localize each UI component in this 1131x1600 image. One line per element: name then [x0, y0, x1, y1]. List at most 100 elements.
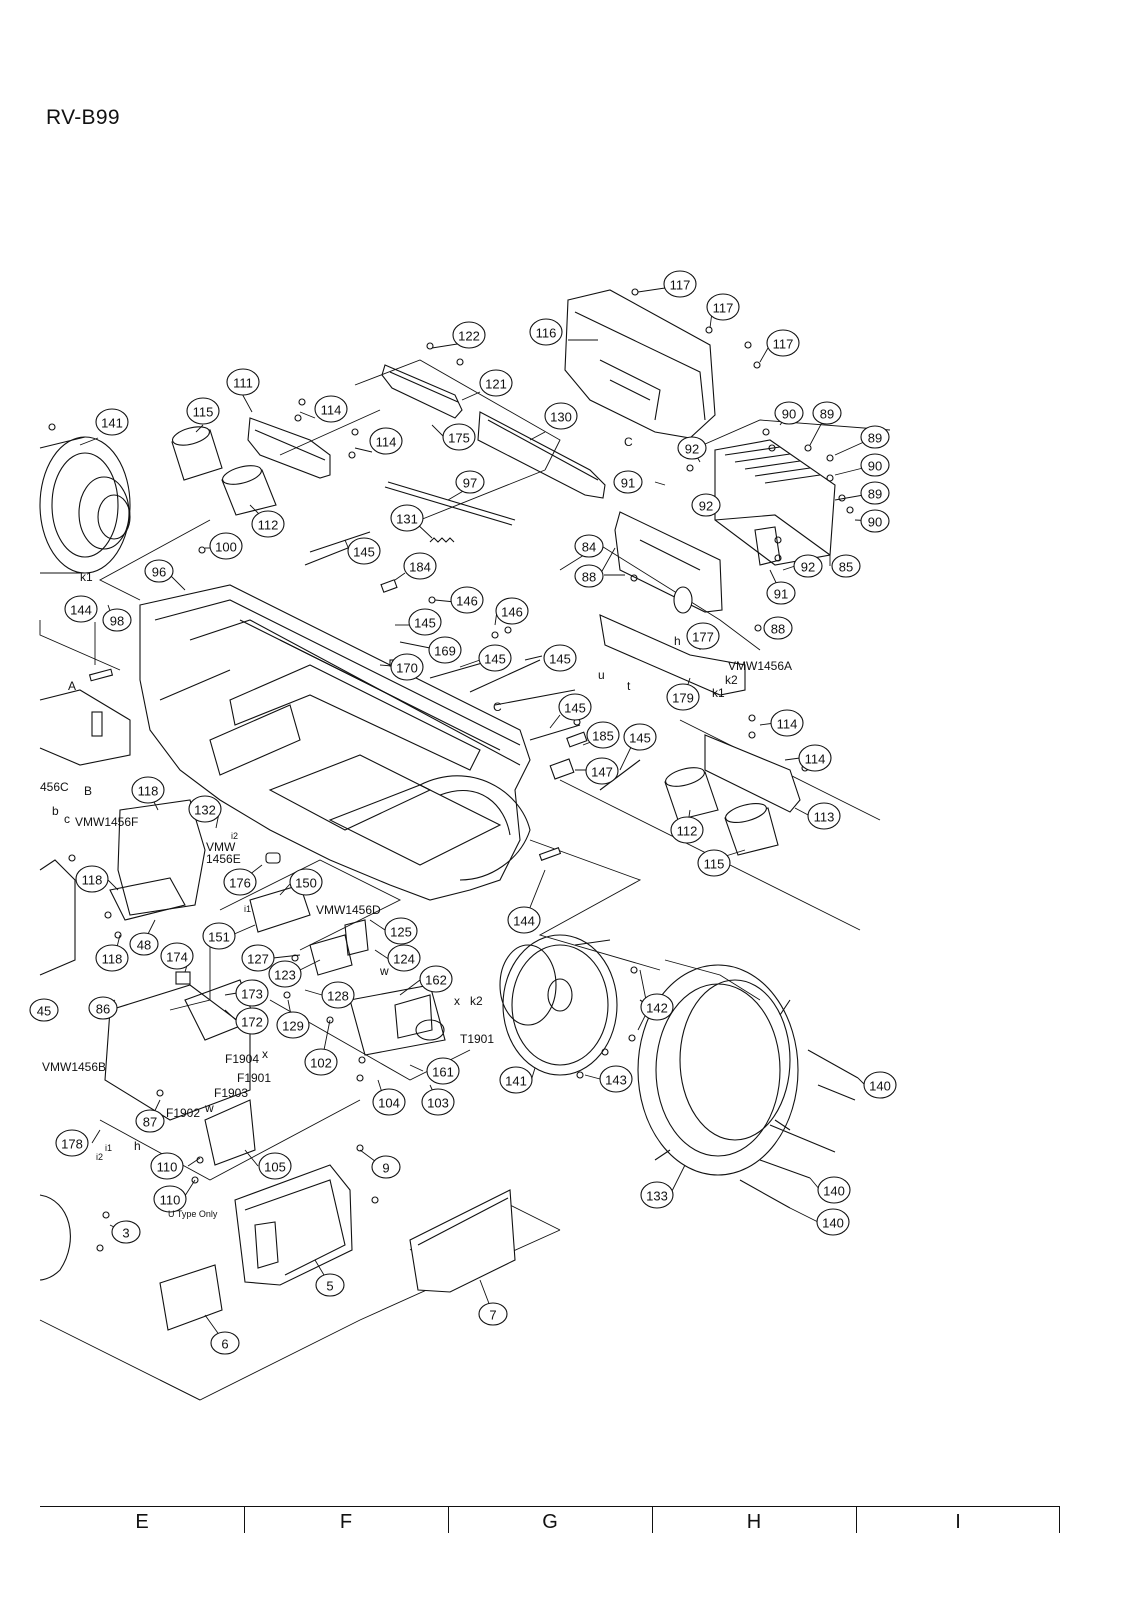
part-callout-103: 103: [421, 1088, 455, 1116]
part-callout-122: 122: [452, 321, 486, 349]
label-C-top: C: [624, 435, 633, 449]
callout-circle: [558, 693, 592, 721]
part-callout-90a: 90: [774, 401, 804, 425]
part-callout-147: 147: [585, 757, 619, 785]
part-callout-145e: 145: [558, 693, 592, 721]
callout-circle: [88, 996, 118, 1020]
part-callout-89a: 89: [812, 401, 842, 425]
part-callout-7: 7: [478, 1302, 508, 1326]
callout-number: 147: [591, 765, 613, 780]
part-callout-129: 129: [276, 1011, 310, 1039]
callout-number: 6: [221, 1337, 228, 1352]
part-callout-6: 6: [210, 1331, 240, 1355]
label-t1901: T1901: [460, 1032, 494, 1046]
part-callout-110b: 110: [153, 1185, 187, 1213]
label-k1-right: k1: [712, 686, 725, 700]
callout-circle: [403, 552, 437, 580]
callout-number: 143: [605, 1073, 627, 1088]
label-u-type-only: U Type Only: [168, 1209, 218, 1219]
part-callout-177: 177: [686, 622, 720, 650]
zone-f: F: [244, 1507, 448, 1535]
callout-circle: [686, 622, 720, 650]
callout-number: 89: [820, 407, 834, 422]
callout-circle: [144, 559, 174, 583]
part-callout-150: 150: [289, 868, 323, 896]
callout-number: 115: [193, 405, 214, 420]
label-w-top: w: [379, 964, 389, 978]
part-callout-110a: 110: [150, 1152, 184, 1180]
part-callout-114d: 114: [798, 744, 832, 772]
callout-number: 140: [823, 1184, 845, 1199]
callout-number: 48: [137, 938, 151, 953]
part-callout-96: 96: [144, 559, 174, 583]
callout-circle: [421, 1088, 455, 1116]
part-callout-117a: 117: [663, 270, 697, 298]
callout-circle: [131, 776, 165, 804]
callout-circle: [209, 532, 243, 560]
label-i1: i1: [244, 904, 251, 914]
callout-number: 92: [685, 442, 699, 457]
label-vmw1456e-2: 1456E: [206, 852, 241, 866]
screws: [48, 288, 854, 1252]
callout-number: 170: [396, 661, 418, 676]
part-callout-114a: 114: [314, 395, 348, 423]
part-callout-98: 98: [102, 608, 132, 632]
linework: [39, 289, 891, 1401]
callout-circle: [315, 1273, 345, 1297]
part-callout-118a: 118: [131, 776, 165, 804]
callout-circle: [860, 425, 890, 449]
callout-number: 7: [489, 1308, 496, 1323]
callout-circle: [111, 1220, 141, 1244]
callout-number: 131: [396, 512, 418, 527]
callout-number: 176: [229, 876, 251, 891]
callout-number: 145: [484, 652, 506, 667]
part-callout-145a: 145: [347, 537, 381, 565]
callout-circle: [599, 1065, 633, 1093]
callout-circle: [95, 408, 129, 436]
callout-circle: [223, 868, 257, 896]
part-callout-89c: 89: [860, 481, 890, 505]
callout-number: 118: [82, 873, 103, 888]
callout-number: 174: [166, 950, 188, 965]
part-callout-145c: 145: [478, 644, 512, 672]
label-k2-speaker: k2: [470, 994, 483, 1008]
callout-circle: [210, 1331, 240, 1355]
callout-circle: [153, 1185, 187, 1213]
label-C-mid: C: [493, 700, 502, 714]
callout-number: 145: [564, 701, 586, 716]
part-callout-141a: 141: [95, 408, 129, 436]
label-vmw1456b: VMW1456B: [42, 1060, 106, 1074]
callout-circle: [387, 944, 421, 972]
callout-circle: [817, 1176, 851, 1204]
zone-g: G: [448, 1507, 652, 1535]
part-callout-142: 142: [640, 993, 674, 1021]
part-callout-48: 48: [129, 932, 159, 956]
callout-circle: [372, 1088, 406, 1116]
callout-number: 117: [773, 337, 794, 352]
callout-circle: [495, 597, 529, 625]
callout-circle: [129, 932, 159, 956]
callout-number: 130: [550, 410, 572, 425]
callout-number: 98: [110, 614, 124, 629]
callout-circle: [64, 595, 98, 623]
part-callout-127: 127: [241, 944, 275, 972]
part-callout-105: 105: [258, 1152, 292, 1180]
part-callout-100: 100: [209, 532, 243, 560]
callout-number: 128: [327, 989, 349, 1004]
callout-circle: [150, 1152, 184, 1180]
callout-number: 161: [432, 1065, 454, 1080]
callout-number: 122: [458, 329, 480, 344]
label-h-right: h: [674, 634, 681, 648]
callout-number: 125: [390, 925, 412, 940]
part-callouts: 1171171171161221211301751111141141151411…: [29, 270, 897, 1355]
part-callout-115b: 115: [697, 849, 731, 877]
callout-number: 141: [101, 416, 123, 431]
part-callout-9: 9: [371, 1155, 401, 1179]
callout-number: 123: [274, 968, 296, 983]
callout-number: 3: [122, 1226, 129, 1241]
callout-circle: [586, 721, 620, 749]
callout-circle: [770, 709, 804, 737]
callout-circle: [613, 470, 643, 494]
callout-circle: [188, 795, 222, 823]
callout-circle: [55, 1129, 89, 1157]
